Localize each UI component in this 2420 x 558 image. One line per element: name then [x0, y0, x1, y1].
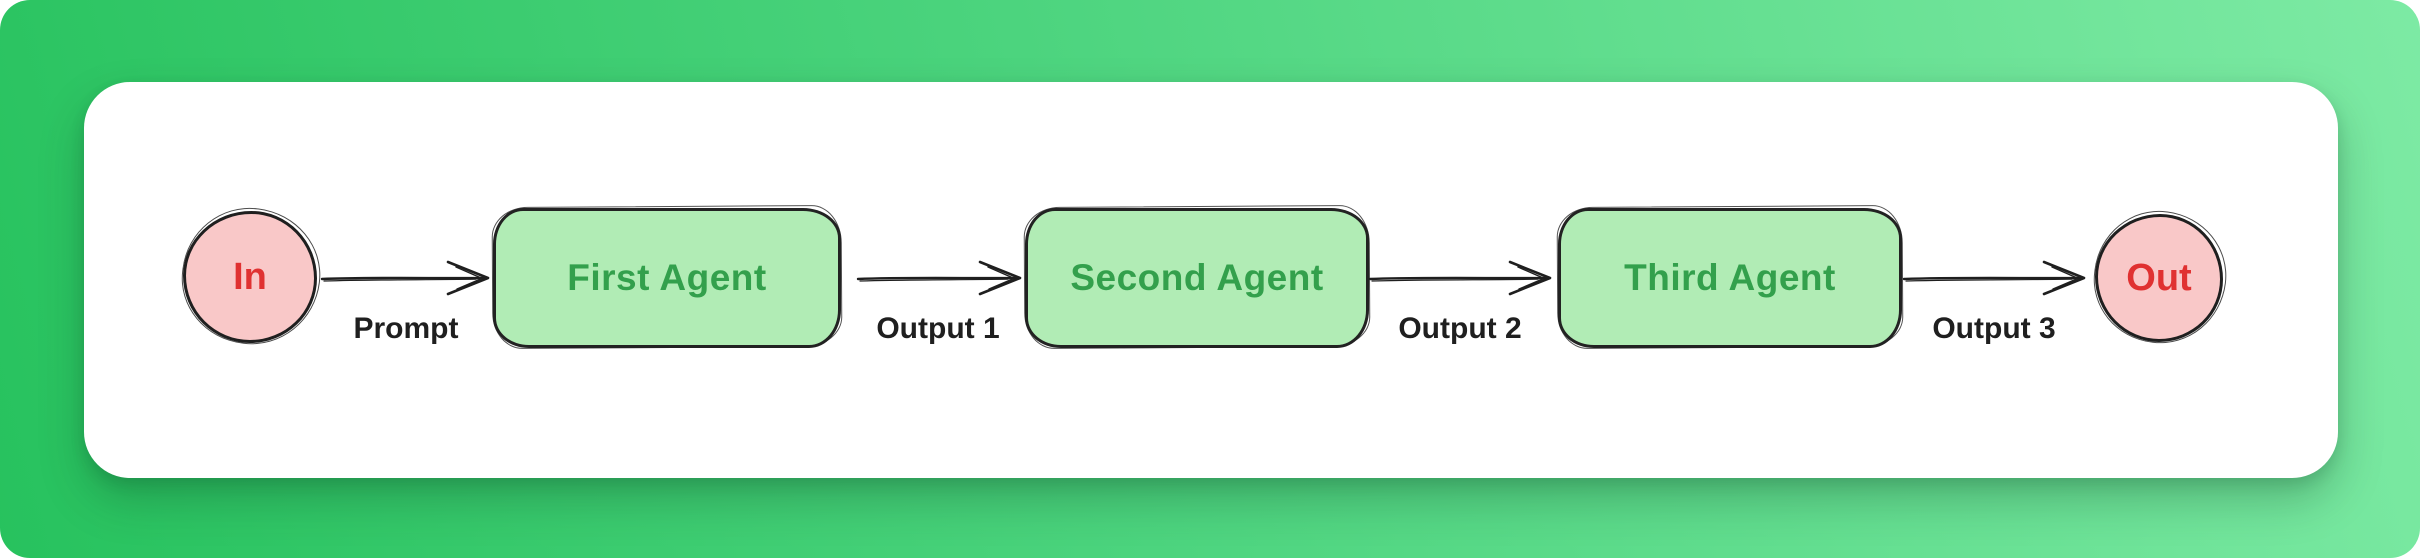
- edge-label-output-3: Output 3: [1932, 312, 2056, 345]
- node-out: Out: [2095, 214, 2223, 342]
- arrow-right-icon-second-to-third: [1368, 256, 1552, 300]
- arrow-right-icon-in-to-first: [320, 256, 490, 300]
- node-second-agent-label: Second Agent: [1070, 257, 1324, 298]
- node-third-agent: Third Agent: [1558, 208, 1902, 348]
- node-first-agent-label: First Agent: [567, 257, 767, 298]
- node-first-agent: First Agent: [493, 208, 841, 348]
- node-second-agent: Second Agent: [1025, 208, 1369, 348]
- node-in-label: In: [233, 255, 267, 298]
- edge-label-output-1: Output 1: [876, 312, 1000, 345]
- node-third-agent-label: Third Agent: [1624, 257, 1836, 298]
- diagram-card: In First Agent Second Agent Third Agent …: [84, 82, 2338, 478]
- arrow-right-icon-first-to-second: [856, 256, 1022, 300]
- edge-label-prompt: Prompt: [353, 312, 459, 345]
- node-in: In: [183, 211, 317, 343]
- edge-label-output-2: Output 2: [1398, 312, 1522, 345]
- node-out-label: Out: [2126, 256, 2192, 299]
- arrow-right-icon-third-to-out: [1902, 256, 2086, 300]
